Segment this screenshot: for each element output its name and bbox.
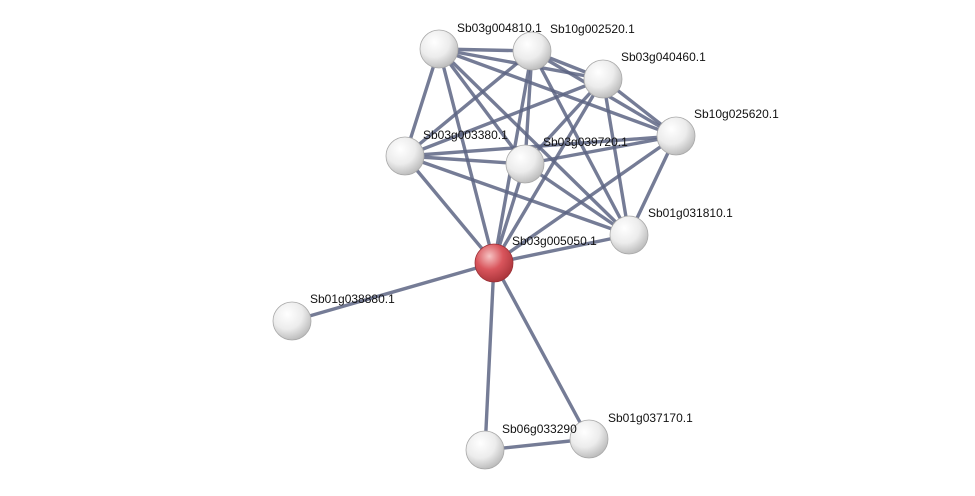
- node-sb03g003380-1[interactable]: [385, 136, 425, 176]
- edge-sb03g005050-1-sb01g031810-1: [492, 233, 631, 265]
- nodes-layer: [272, 29, 696, 470]
- node-label-sb10g025620-1: Sb10g025620.1: [694, 107, 779, 121]
- node-sb01g038880-1[interactable]: [272, 301, 312, 341]
- node-label-sb01g031810-1: Sb01g031810.1: [648, 206, 733, 220]
- edge-sb10g002520-1-sb03g003380-1: [403, 49, 534, 158]
- node-sb03g039720-1[interactable]: [505, 144, 545, 184]
- edge-sb03g004810-1-sb01g031810-1: [437, 47, 631, 237]
- node-sb03g004810-1[interactable]: [419, 29, 459, 69]
- node-label-sb03g040460-1: Sb03g040460.1: [621, 50, 706, 64]
- node-sb01g037170-1[interactable]: [569, 419, 609, 459]
- node-label-sb03g003380-1: Sb03g003380.1: [423, 128, 508, 142]
- node-sb10g025620-1[interactable]: [656, 116, 696, 156]
- edge-sb03g040460-1-sb03g005050-1: [492, 77, 605, 265]
- edge-sb03g005050-1-sb01g038880-1: [290, 261, 496, 323]
- edge-sb03g004810-1-sb03g039720-1: [437, 47, 527, 166]
- edge-sb03g004810-1-sb03g005050-1: [437, 47, 496, 265]
- edge-sb03g005050-1-sb01g037170-1: [492, 261, 591, 441]
- edge-sb10g025620-1-sb03g005050-1: [492, 134, 678, 265]
- node-sb01g031810-1[interactable]: [609, 215, 649, 255]
- node-label-sb01g037170-1: Sb01g037170.1: [608, 411, 693, 425]
- edge-sb03g005050-1-sb06g033290: [483, 261, 496, 452]
- node-sb03g005050-1[interactable]: [474, 243, 514, 283]
- edge-sb03g040460-1-sb01g031810-1: [601, 77, 631, 237]
- node-label-sb10g002520-1: Sb10g002520.1: [550, 22, 635, 36]
- edge-sb10g025620-1-sb03g039720-1: [523, 134, 678, 166]
- edge-sb03g039720-1-sb01g031810-1: [523, 162, 631, 237]
- node-label-sb03g005050-1: Sb03g005050.1: [512, 234, 597, 248]
- edge-sb03g004810-1-sb10g025620-1: [437, 47, 678, 138]
- node-sb06g033290[interactable]: [465, 430, 505, 470]
- node-label-sb01g038880-1: Sb01g038880.1: [310, 292, 395, 306]
- edge-sb03g003380-1-sb03g005050-1: [403, 154, 496, 265]
- edge-sb03g003380-1-sb01g031810-1: [403, 154, 631, 237]
- node-sb03g040460-1[interactable]: [583, 59, 623, 99]
- node-label-sb03g039720-1: Sb03g039720.1: [543, 135, 628, 149]
- labels-layer: Sb03g004810.1 Sb10g002520.1Sb03g040460.1S…: [310, 21, 779, 436]
- node-sb10g002520-1[interactable]: [512, 31, 552, 71]
- edge-sb03g003380-1-sb03g039720-1: [403, 154, 527, 166]
- node-label-sb06g033290: Sb06g033290: [502, 422, 577, 436]
- edge-sb03g040460-1-sb03g003380-1: [403, 77, 605, 158]
- node-label-sb03g004810-1: Sb03g004810.1: [457, 21, 542, 35]
- edge-sb10g025620-1-sb03g003380-1: [403, 134, 678, 158]
